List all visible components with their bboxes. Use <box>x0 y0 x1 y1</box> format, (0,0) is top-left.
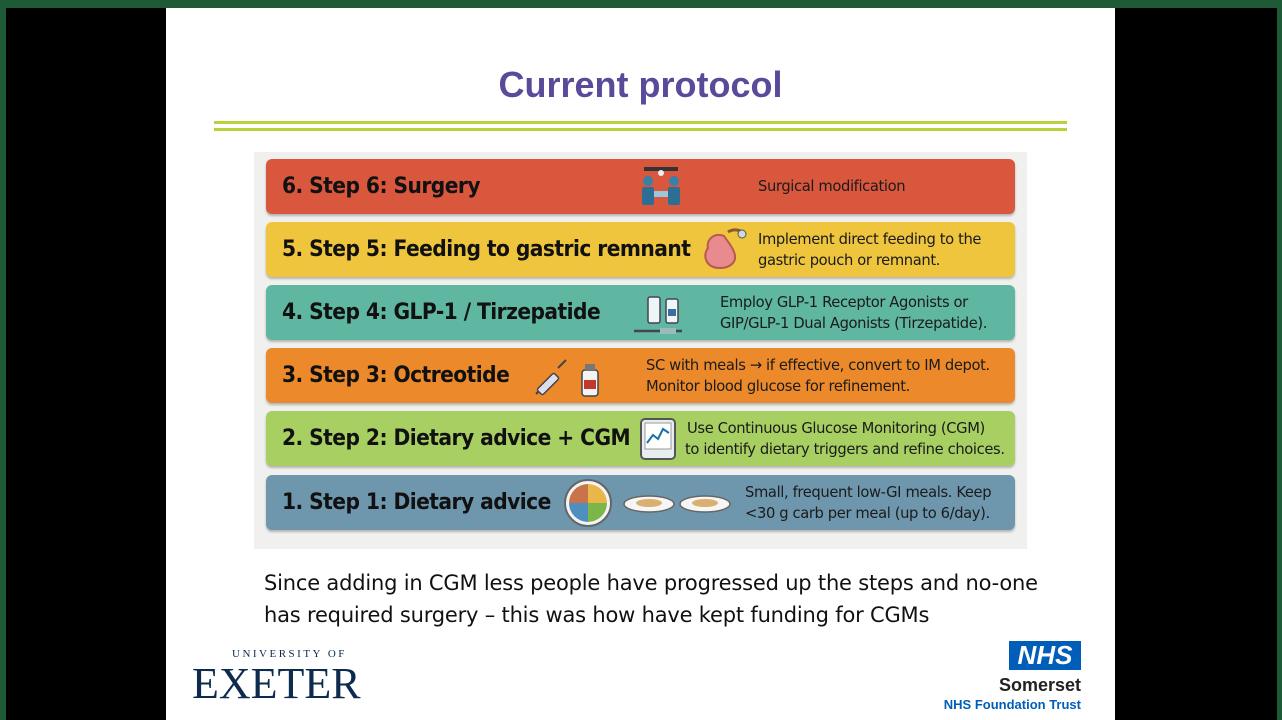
nhs-org-name: Somerset <box>998 675 1081 695</box>
exeter-logo-main: EXETER <box>192 659 361 708</box>
step-3-bar: 3. Step 3: Octreotide SC with meals → if… <box>266 348 1015 403</box>
step-3-title: 3. Step 3: Octreotide <box>282 363 510 388</box>
step-1-desc-line1: Small, frequent low-GI meals. Keep <box>745 483 992 501</box>
presentation-slide: Current protocol 6. Step 6: Surgery Surg… <box>166 8 1115 720</box>
slide-title: Current protocol <box>498 64 783 105</box>
step-5-desc-line2: gastric pouch or remnant. <box>758 251 941 269</box>
step-5-desc-line1: Implement direct feeding to the <box>758 230 982 248</box>
step-6-desc-line1: Surgical modification <box>758 177 906 195</box>
step-1-bar: 1. Step 1: Dietary advice Small, frequen… <box>266 475 1015 530</box>
step-2-title: 2. Step 2: Dietary advice + CGM <box>282 426 631 451</box>
step-2-desc-line1: Use Continuous Glucose Monitoring (CGM) <box>687 419 985 437</box>
syringe-vial-icon <box>535 359 599 397</box>
title-divider <box>214 121 1067 124</box>
window-frame-left <box>0 0 6 720</box>
step-3-desc-line1: SC with meals → if effective, convert to… <box>646 356 990 374</box>
nhs-somerset-logo: NHS Somerset NHS Foundation Trust <box>921 641 1081 713</box>
step-4-bar: 4. Step 4: GLP-1 / Tirzepatide Employ GL… <box>266 285 1015 340</box>
cgm-monitor-icon <box>640 418 676 460</box>
step-1-desc-line2: <30 g carb per meal (up to 6/day). <box>745 504 990 522</box>
protocol-infographic: 6. Step 6: Surgery Surgical modification… <box>254 152 1027 549</box>
step-2-desc-line2: to identify dietary triggers and refine … <box>685 440 1005 458</box>
step-5-title: 5. Step 5: Feeding to gastric remnant <box>282 237 691 262</box>
small-plate-icon-2 <box>679 495 731 513</box>
small-plate-icon <box>623 495 675 513</box>
step-1-title: 1. Step 1: Dietary advice <box>282 490 551 515</box>
window-frame-top <box>0 0 1282 8</box>
step-6-bar: 6. Step 6: Surgery Surgical modification <box>266 159 1015 214</box>
slide-caption: Since adding in CGM less people have pro… <box>264 571 1038 627</box>
nhs-trust-name: NHS Foundation Trust <box>943 697 1081 712</box>
step-3-desc-line2: Monitor blood glucose for refinement. <box>646 377 910 395</box>
window-frame-right <box>1277 0 1282 720</box>
vials-icon <box>634 296 682 334</box>
step-4-desc-line2: GIP/GLP-1 Dual Agonists (Tirzepatide). <box>720 314 988 332</box>
step-4-desc-line1: Employ GLP-1 Receptor Agonists or <box>720 293 968 311</box>
surgeons-icon <box>642 167 680 205</box>
university-of-exeter-logo: UNIVERSITY OF EXETER <box>192 648 382 718</box>
step-6-title: 6. Step 6: Surgery <box>282 174 481 199</box>
nhs-logo-box: NHS <box>1009 641 1081 670</box>
plate-icon <box>564 479 612 527</box>
title-divider-secondary <box>214 128 1067 131</box>
stomach-icon <box>704 228 747 270</box>
step-5-bar: 5. Step 5: Feeding to gastric remnant Im… <box>266 222 1015 277</box>
exeter-logo-top: UNIVERSITY OF <box>232 648 347 660</box>
step-2-bar: 2. Step 2: Dietary advice + CGM Use Cont… <box>266 411 1015 466</box>
step-4-title: 4. Step 4: GLP-1 / Tirzepatide <box>282 300 601 325</box>
